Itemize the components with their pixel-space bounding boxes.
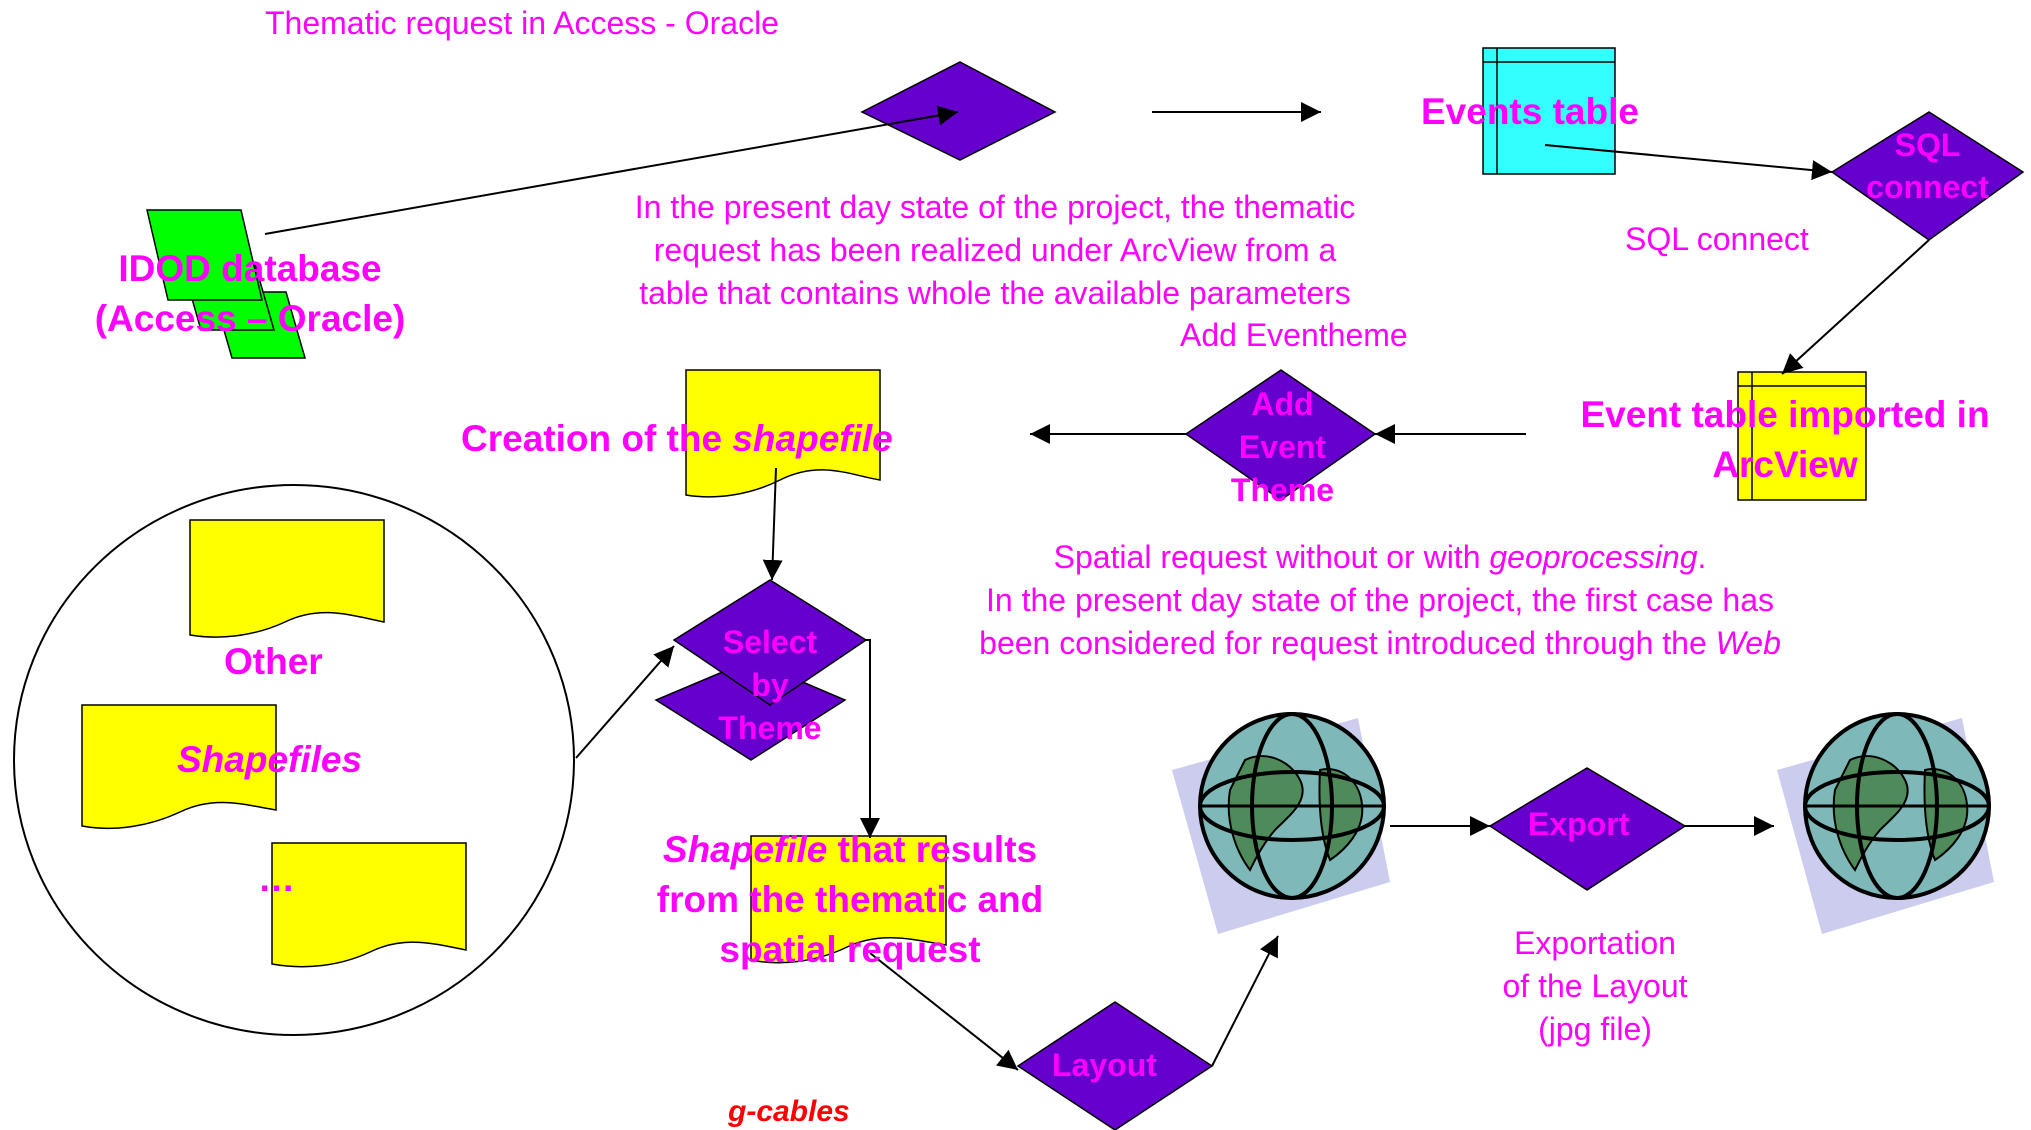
- add-event-theme-line: Add: [1251, 386, 1314, 422]
- result-line: from the thematic and: [656, 879, 1044, 920]
- layout-label: Layout: [1052, 1047, 1157, 1083]
- shapefiles-label: Shapefiles: [177, 739, 363, 780]
- thematic-note-line: request has been realized under ArcView …: [653, 232, 1337, 268]
- select-by-theme-line: Theme: [718, 710, 822, 746]
- events-table-label: Events table: [1421, 91, 1639, 132]
- creation-shapefile-italic: shapefile: [732, 418, 893, 459]
- exportation-note-line: (jpg file): [1538, 1011, 1652, 1047]
- other-label: Other: [224, 641, 323, 682]
- event-table-imported-label: Event table imported in ArcView: [1535, 390, 2031, 490]
- ellipsis-label: …: [258, 858, 295, 899]
- other-doc-3: [271, 842, 467, 968]
- result-line: spatial request: [719, 929, 981, 970]
- select-by-theme-line: Select: [722, 624, 818, 660]
- spatial-note: Spatial request without or with geoproce…: [880, 536, 1880, 665]
- sql-connect-note: SQL connect: [1625, 221, 1809, 257]
- globe-icon: [1777, 712, 1994, 934]
- add-event-theme-diamond: [1184, 369, 1377, 501]
- idod-database-shape: [146, 209, 306, 359]
- spatial-note-line: In the present day state of the project,…: [986, 582, 1774, 618]
- thematic-note: In the present day state of the project,…: [550, 186, 1440, 315]
- result-shapefile-document: [750, 835, 947, 964]
- thematic-note-line: In the present day state of the project,…: [634, 189, 1356, 225]
- add-event-theme-shape-label: Add Event Theme: [1190, 383, 1375, 512]
- add-eventheme-label: Add Eventheme: [1180, 317, 1408, 353]
- other-doc-2: [81, 704, 277, 830]
- thematic-note-line: table that contains whole the available …: [639, 275, 1351, 311]
- exportation-note: Exportation of the Layout (jpg file): [1440, 922, 1750, 1051]
- sql-connect-line: connect: [1866, 169, 1989, 205]
- globe-icon: [1172, 712, 1390, 934]
- select-by-theme-label: Select by Theme: [670, 621, 870, 750]
- add-event-theme-line: Event: [1238, 429, 1327, 465]
- idod-database-line: IDOD database: [118, 248, 382, 289]
- sql-connect-line: SQL: [1894, 127, 1961, 163]
- select-by-theme-diamond: [672, 579, 868, 706]
- imported-table-shape: [1737, 371, 1867, 501]
- result-shapefile-label: Shapefile that results from the thematic…: [590, 825, 1110, 975]
- select-by-theme-line: by: [751, 667, 789, 703]
- creation-shapefile-label: Creation of the shapefile: [461, 417, 893, 461]
- layout-diamond: [1016, 1001, 1214, 1130]
- event-table-imported-line: Event table imported in: [1580, 394, 1990, 435]
- sql-connect-shape-label: SQL connect: [1835, 124, 2020, 208]
- other-doc-1: [189, 519, 385, 638]
- result-line: Shapefile that results: [662, 829, 1038, 870]
- creation-shapefile-prefix: Creation of the: [461, 418, 733, 459]
- connectors: [264, 102, 1930, 1071]
- spatial-note-line: been considered for request introduced t…: [979, 625, 1781, 661]
- event-table-imported-line: ArcView: [1712, 444, 1858, 485]
- spatial-note-line: Spatial request without or with geoproce…: [1053, 539, 1707, 575]
- events-table-shape: [1482, 47, 1616, 175]
- thematic-request-label: Thematic request in Access - Oracle: [265, 5, 779, 41]
- idod-database-line: (Access – Oracle): [94, 298, 406, 339]
- thematic-request-diamond: [860, 61, 1057, 161]
- export-diamond: [1488, 767, 1687, 891]
- exportation-note-line: Exportation: [1514, 925, 1676, 961]
- add-event-theme-line: Theme: [1230, 472, 1335, 508]
- export-label: Export: [1528, 806, 1630, 842]
- creation-shapefile-document: [685, 369, 881, 498]
- credit-label: g-cables: [728, 1095, 850, 1128]
- exportation-note-line: of the Layout: [1502, 968, 1688, 1004]
- idod-database-label: IDOD database (Access – Oracle): [60, 244, 440, 344]
